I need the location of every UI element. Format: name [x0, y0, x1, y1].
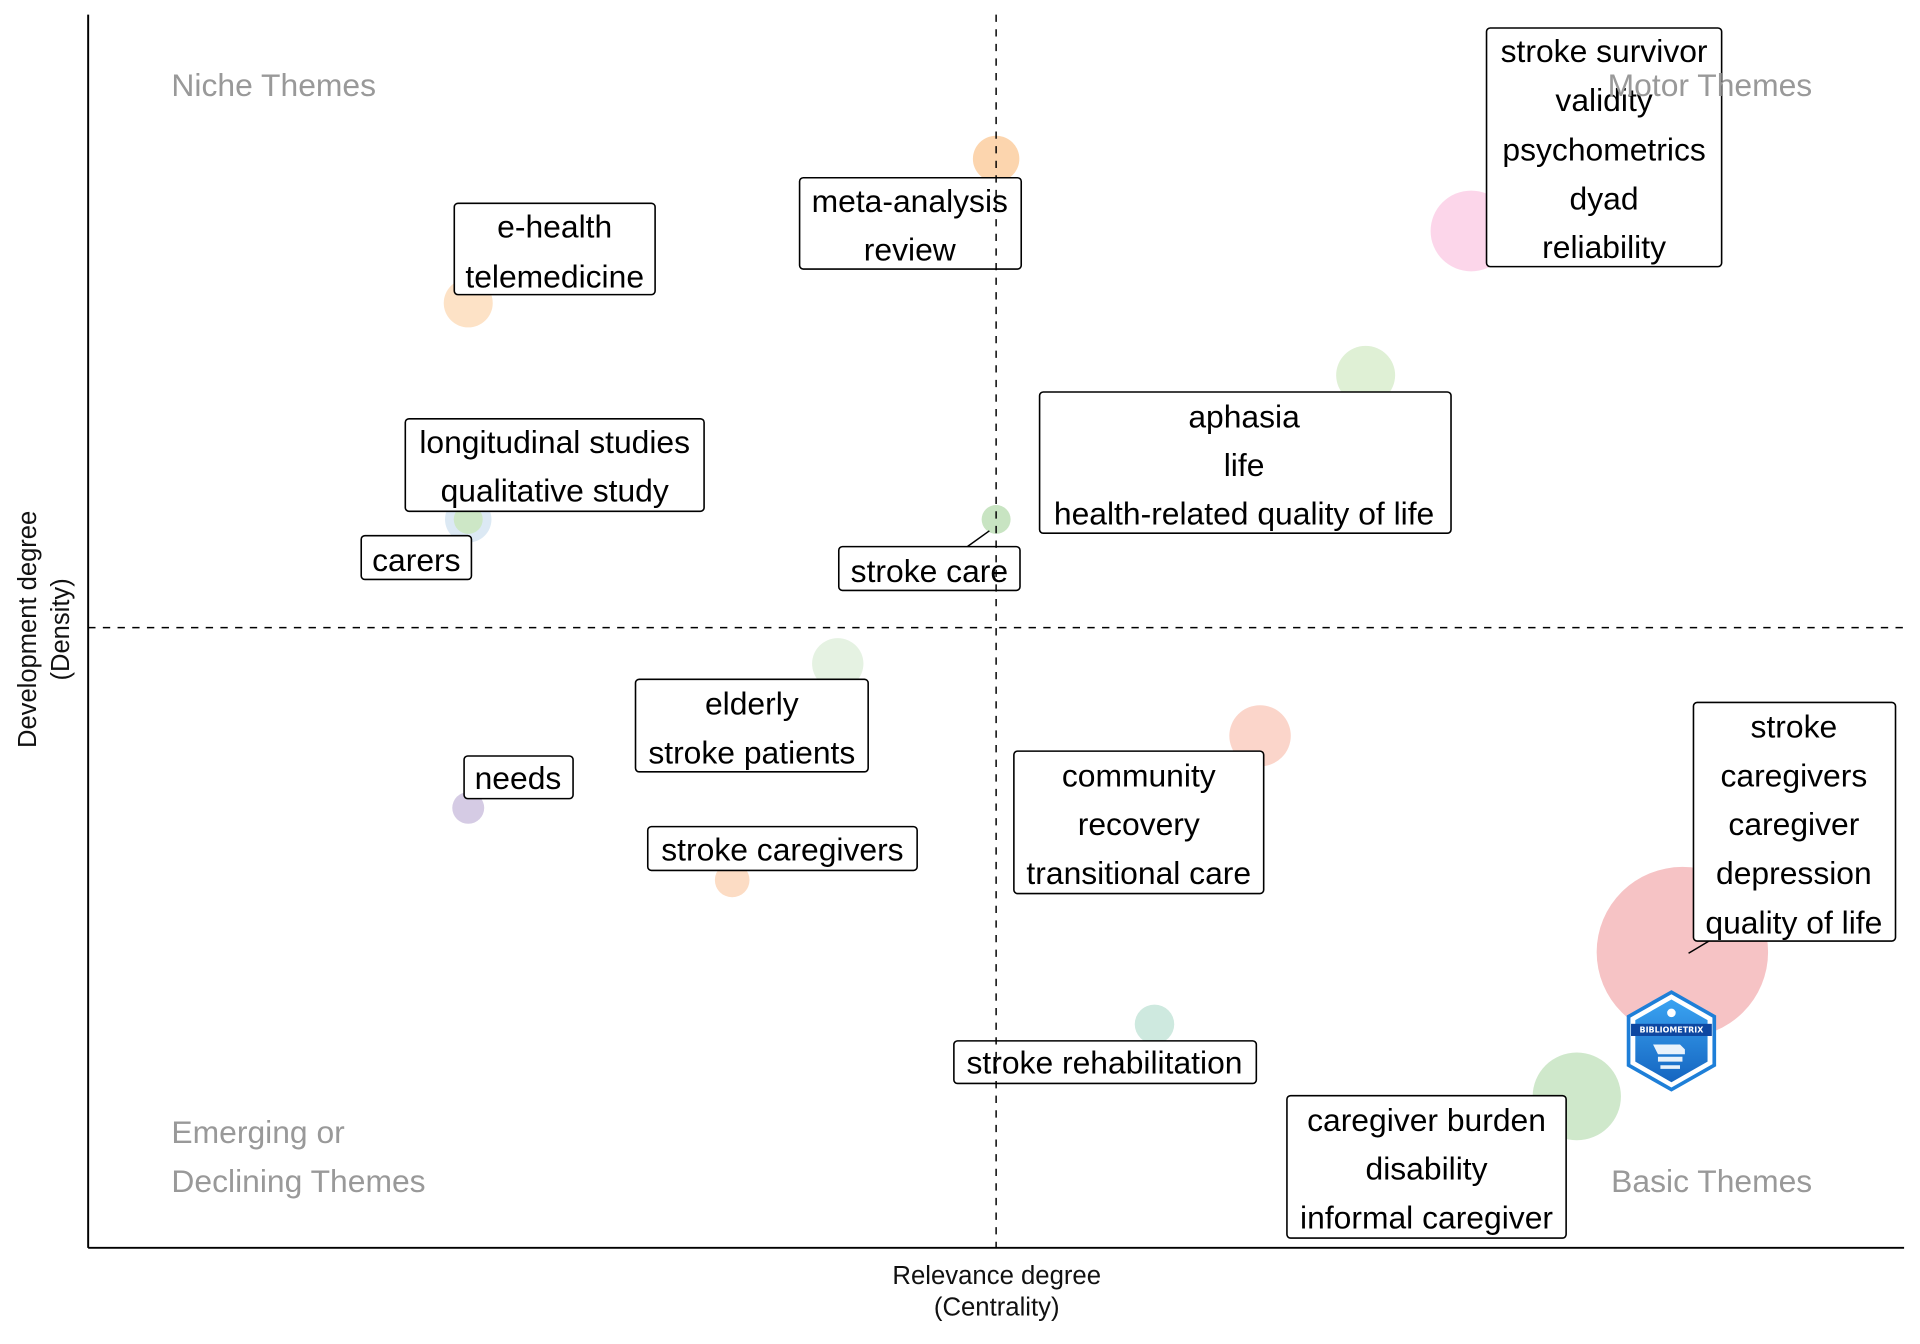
logo-text: BIBLIOMETRIX	[1640, 1025, 1704, 1034]
cluster-label-stroke-rehabilitation: stroke rehabilitation	[953, 1040, 1258, 1085]
bubble-needs	[452, 792, 485, 824]
quadrant-label-emerging: Declining Themes	[171, 1163, 425, 1199]
logo-band	[1631, 1023, 1712, 1036]
label-box	[404, 417, 705, 513]
term-label: telemedicine	[465, 258, 644, 294]
label-box	[798, 176, 1023, 270]
y-axis-subtitle: (Density)	[47, 578, 75, 680]
cluster-label-community: community recovery transitional care	[1013, 750, 1265, 895]
term-label: review	[864, 232, 956, 268]
term-label: stroke patients	[648, 734, 855, 770]
term-label: stroke care	[851, 553, 1008, 589]
cluster-label-needs: needs	[463, 755, 574, 800]
y-axis-title: Development degree	[14, 511, 42, 748]
bubble-carers	[453, 505, 483, 534]
term-label: stroke caregivers	[661, 832, 903, 868]
quadrant-label-motor: Motor Themes	[1608, 67, 1813, 103]
label-box	[634, 678, 869, 773]
term-label: stroke survivor	[1501, 33, 1708, 69]
label-box	[953, 1040, 1258, 1085]
cluster-label-carers: carers	[360, 534, 473, 581]
cluster-label-elderly: elderly stroke patients	[634, 678, 869, 773]
term-label: validity	[1555, 82, 1652, 118]
term-label: community	[1062, 758, 1216, 794]
label-box	[837, 545, 1021, 592]
cluster-label-longitudinal-studies: longitudinal studies qualitative study	[404, 417, 705, 513]
term-label: caregiver burden	[1307, 1102, 1546, 1138]
bubble-elderly	[812, 638, 864, 690]
term-label: reliability	[1542, 229, 1666, 265]
term-label: recovery	[1078, 806, 1200, 842]
term-label: stroke	[1751, 709, 1838, 745]
cluster-label-e-health: e-health telemedicine	[453, 202, 656, 296]
bubble-stroke-care	[981, 505, 1011, 534]
term-label: depression	[1716, 855, 1872, 891]
label-box	[1038, 391, 1452, 535]
x-axis-title: Relevance degree	[892, 1262, 1101, 1290]
logo-hexagon-fill	[1635, 999, 1708, 1083]
term-label: dyad	[1570, 180, 1639, 216]
cluster-label-meta-analysis: meta-analysis review	[798, 176, 1023, 270]
term-label: caregiver	[1728, 806, 1859, 842]
term-label: elderly	[705, 686, 799, 722]
term-label: disability	[1366, 1151, 1488, 1187]
bubble-stroke-caregivers	[714, 862, 750, 898]
term-label: quality of life	[1705, 905, 1882, 941]
term-label: needs	[475, 760, 562, 796]
term-label: transitional care	[1026, 855, 1251, 891]
cluster-label-stroke: stroke caregivers caregiver depression q…	[1692, 701, 1897, 942]
label-box	[1485, 27, 1723, 268]
term-label: psychometrics	[1502, 132, 1705, 168]
cluster-label-stroke-caregivers: stroke caregivers	[646, 825, 918, 872]
bibliometrix-logo: BIBLIOMETRIX	[1626, 990, 1717, 1092]
label-box	[1692, 701, 1897, 942]
bubble-aphasia	[1336, 345, 1396, 405]
cluster-label-stroke-care: stroke care	[837, 545, 1021, 592]
label-box	[1013, 750, 1265, 895]
term-label: qualitative study	[441, 473, 669, 509]
term-label: life	[1224, 447, 1265, 483]
label-box	[1286, 1094, 1567, 1239]
term-label: aphasia	[1188, 398, 1300, 434]
cluster-label-caregiver-burden: caregiver burden disability informal car…	[1286, 1094, 1567, 1239]
label-box	[463, 755, 574, 800]
cluster-label-aphasia: aphasia life health-related quality of l…	[1038, 391, 1452, 535]
label-box	[646, 825, 918, 872]
term-label: caregivers	[1720, 758, 1867, 794]
term-label: meta-analysis	[812, 183, 1008, 219]
label-box	[453, 202, 656, 296]
x-axis-subtitle: (Centrality)	[934, 1294, 1060, 1322]
cluster-label-stroke-survivor: stroke survivor validity psychometrics d…	[1485, 27, 1723, 268]
term-label: informal caregiver	[1300, 1199, 1553, 1235]
label-box	[360, 534, 473, 581]
quadrant-label-niche: Niche Themes	[171, 67, 376, 103]
logo-figure-icon	[1667, 1008, 1676, 1018]
term-label: longitudinal studies	[419, 424, 690, 460]
term-label: e-health	[497, 208, 612, 244]
term-label: stroke rehabilitation	[966, 1045, 1242, 1081]
term-label: health-related quality of life	[1054, 496, 1434, 532]
quadrant-label-basic: Basic Themes	[1611, 1163, 1812, 1199]
term-label: carers	[372, 542, 460, 578]
quadrant-label-emerging: Emerging or	[171, 1114, 345, 1150]
label-connector	[966, 530, 990, 548]
bubble-meta-analysis	[972, 135, 1020, 182]
bubble-stroke-rehabilitation	[1134, 1004, 1175, 1044]
